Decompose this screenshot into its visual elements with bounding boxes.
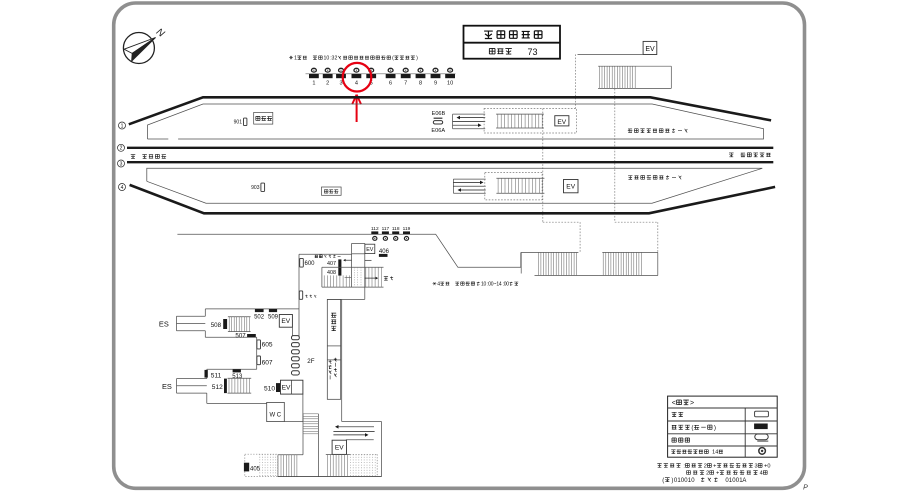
svg-text:118: 118 — [392, 226, 400, 232]
svg-text:1: 1 — [712, 450, 715, 456]
svg-text:4: 4 — [499, 281, 502, 287]
svg-text:112: 112 — [371, 226, 379, 232]
svg-text:+: + — [764, 463, 767, 469]
svg-text:7: 7 — [404, 80, 407, 86]
svg-text:3: 3 — [332, 56, 335, 62]
svg-text:0: 0 — [767, 463, 770, 469]
svg-text:<: < — [672, 400, 676, 407]
svg-text:0: 0 — [506, 281, 509, 287]
svg-text:10: 10 — [447, 80, 453, 86]
svg-text:0: 0 — [691, 478, 695, 484]
svg-text:EV: EV — [281, 318, 290, 325]
svg-text::: : — [683, 463, 685, 469]
svg-text:0: 0 — [684, 478, 688, 484]
svg-text:117: 117 — [382, 226, 390, 232]
svg-text:0: 0 — [674, 478, 678, 484]
svg-text:1: 1 — [294, 56, 297, 62]
svg-text:EV: EV — [557, 119, 566, 126]
svg-text:0: 0 — [488, 281, 491, 287]
svg-text:>: > — [690, 400, 694, 407]
svg-text::: : — [330, 56, 331, 62]
svg-text:502: 502 — [254, 315, 265, 321]
svg-text:1: 1 — [312, 80, 315, 86]
svg-text:600: 600 — [305, 261, 316, 267]
svg-text:(: ( — [691, 425, 694, 432]
svg-text:903: 903 — [251, 185, 260, 191]
svg-text:+: + — [713, 463, 716, 469]
svg-text:4: 4 — [437, 281, 440, 287]
svg-text:605: 605 — [262, 341, 273, 348]
svg-text:510: 510 — [264, 386, 275, 393]
svg-text:3: 3 — [755, 463, 758, 469]
svg-text:): ) — [671, 478, 673, 484]
svg-text:EV: EV — [282, 385, 291, 392]
svg-text:119: 119 — [403, 226, 411, 232]
svg-text:~: ~ — [493, 281, 496, 287]
svg-text:W C: W C — [269, 413, 281, 419]
svg-text:513: 513 — [232, 374, 243, 380]
svg-text:2F: 2F — [307, 358, 314, 365]
svg-text:405: 405 — [250, 466, 261, 472]
svg-text:507: 507 — [235, 333, 246, 340]
svg-text:512: 512 — [212, 384, 223, 391]
svg-text:509: 509 — [268, 315, 279, 321]
svg-text::: : — [503, 281, 504, 287]
svg-text:0: 0 — [725, 478, 729, 484]
svg-text:+: + — [716, 471, 719, 477]
svg-text:4: 4 — [715, 450, 718, 456]
svg-text:2: 2 — [326, 80, 329, 86]
svg-text:): ) — [416, 56, 418, 62]
svg-text:73: 73 — [528, 47, 538, 57]
svg-text:4: 4 — [760, 471, 763, 477]
svg-text:1: 1 — [496, 281, 499, 287]
svg-text:4: 4 — [121, 185, 124, 191]
svg-text:406: 406 — [379, 249, 390, 255]
svg-text:607: 607 — [262, 359, 273, 366]
svg-text:2: 2 — [706, 471, 709, 477]
svg-text:ES: ES — [162, 382, 172, 391]
svg-text:0: 0 — [484, 281, 487, 287]
svg-text:0: 0 — [491, 281, 494, 287]
svg-text:1: 1 — [481, 281, 484, 287]
svg-text:9: 9 — [434, 80, 437, 86]
svg-text:0: 0 — [681, 478, 685, 484]
svg-text:0: 0 — [736, 478, 740, 484]
svg-text:A: A — [742, 478, 746, 484]
svg-text:407: 407 — [327, 261, 336, 267]
svg-text:EV: EV — [645, 46, 655, 53]
svg-text:1: 1 — [324, 56, 327, 62]
svg-text:0: 0 — [504, 281, 507, 287]
svg-text:1: 1 — [677, 478, 681, 484]
svg-text:1: 1 — [739, 478, 743, 484]
svg-text:511: 511 — [211, 373, 222, 380]
svg-text:): ) — [714, 425, 716, 432]
svg-text:5: 5 — [370, 80, 373, 86]
svg-text:508: 508 — [211, 322, 222, 329]
svg-text:8: 8 — [419, 80, 422, 86]
svg-text:2: 2 — [334, 56, 337, 62]
svg-text:E06B: E06B — [432, 111, 446, 117]
svg-text:1: 1 — [729, 478, 733, 484]
svg-text:408: 408 — [327, 270, 336, 276]
svg-text:ES: ES — [159, 319, 169, 328]
svg-text:0: 0 — [326, 56, 329, 62]
svg-text:(: ( — [662, 478, 664, 484]
svg-text:1: 1 — [688, 478, 692, 484]
svg-text::: : — [487, 281, 488, 287]
svg-text:E06A: E06A — [431, 128, 445, 134]
svg-text:3: 3 — [339, 80, 342, 86]
svg-text:1: 1 — [121, 123, 124, 129]
svg-text:EV: EV — [566, 184, 575, 191]
svg-text:EV: EV — [335, 445, 344, 452]
svg-text:2: 2 — [704, 463, 707, 469]
svg-text:P: P — [803, 485, 808, 491]
svg-text:901: 901 — [234, 119, 243, 125]
svg-text:6: 6 — [389, 80, 392, 86]
svg-text:4: 4 — [355, 80, 358, 86]
svg-text:0: 0 — [732, 478, 736, 484]
svg-text:3: 3 — [120, 161, 123, 167]
svg-text:EV: EV — [366, 247, 374, 253]
svg-text:2: 2 — [120, 146, 123, 152]
svg-text:(: ( — [392, 56, 394, 62]
